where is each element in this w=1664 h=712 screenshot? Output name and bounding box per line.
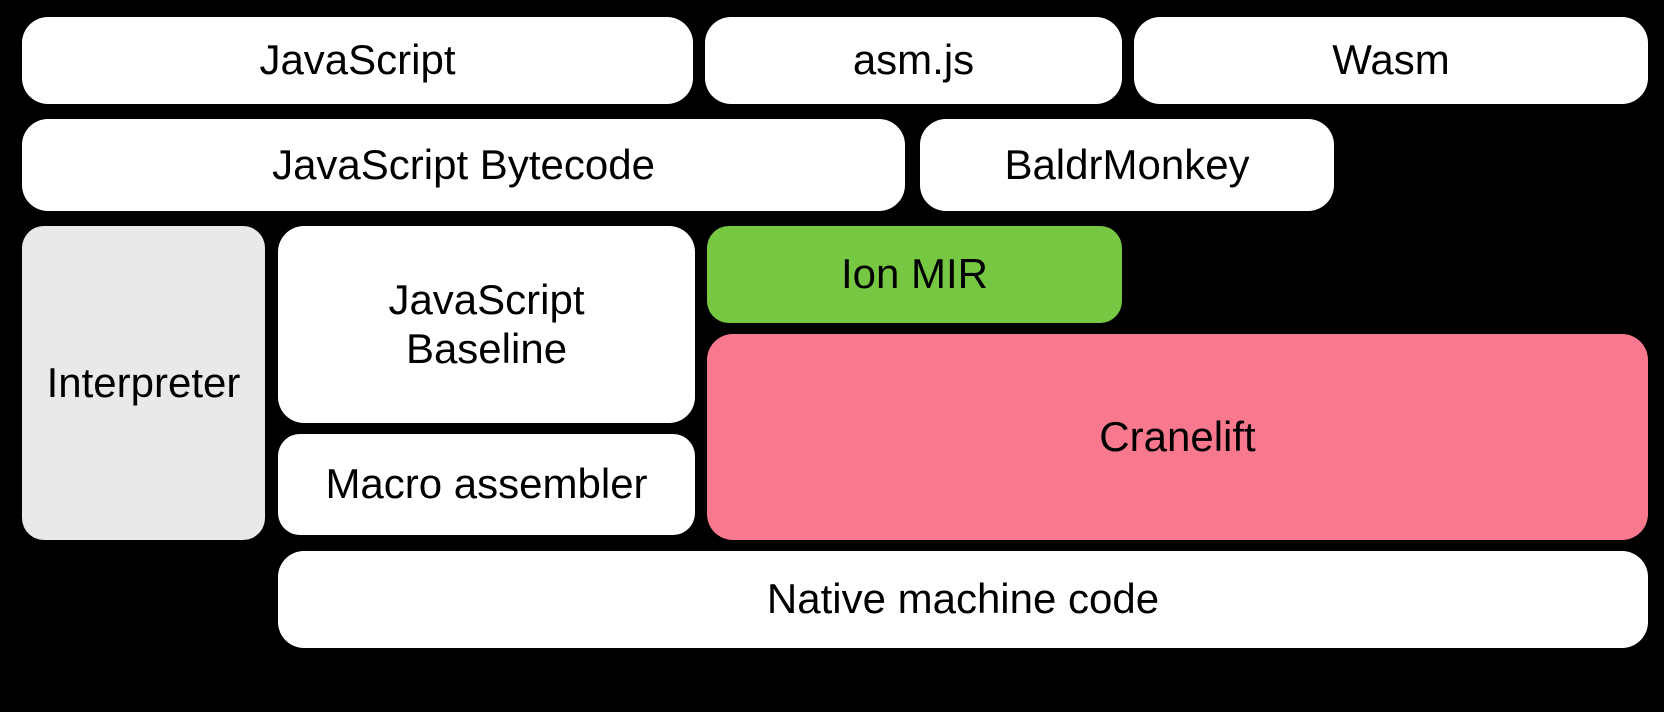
node-javascript: JavaScript [22, 17, 693, 104]
node-interpreter: Interpreter [22, 226, 265, 540]
node-native-machine-code: Native machine code [278, 551, 1648, 648]
node-ion-mir: Ion MIR [707, 226, 1122, 323]
node-macro-assembler: Macro assembler [278, 434, 695, 535]
node-baldrmonkey: BaldrMonkey [920, 119, 1334, 211]
node-javascript-baseline: JavaScript Baseline [278, 226, 695, 423]
node-asm-js: asm.js [705, 17, 1122, 104]
node-wasm: Wasm [1134, 17, 1648, 104]
node-cranelift: Cranelift [707, 334, 1648, 540]
node-javascript-bytecode: JavaScript Bytecode [22, 119, 905, 211]
